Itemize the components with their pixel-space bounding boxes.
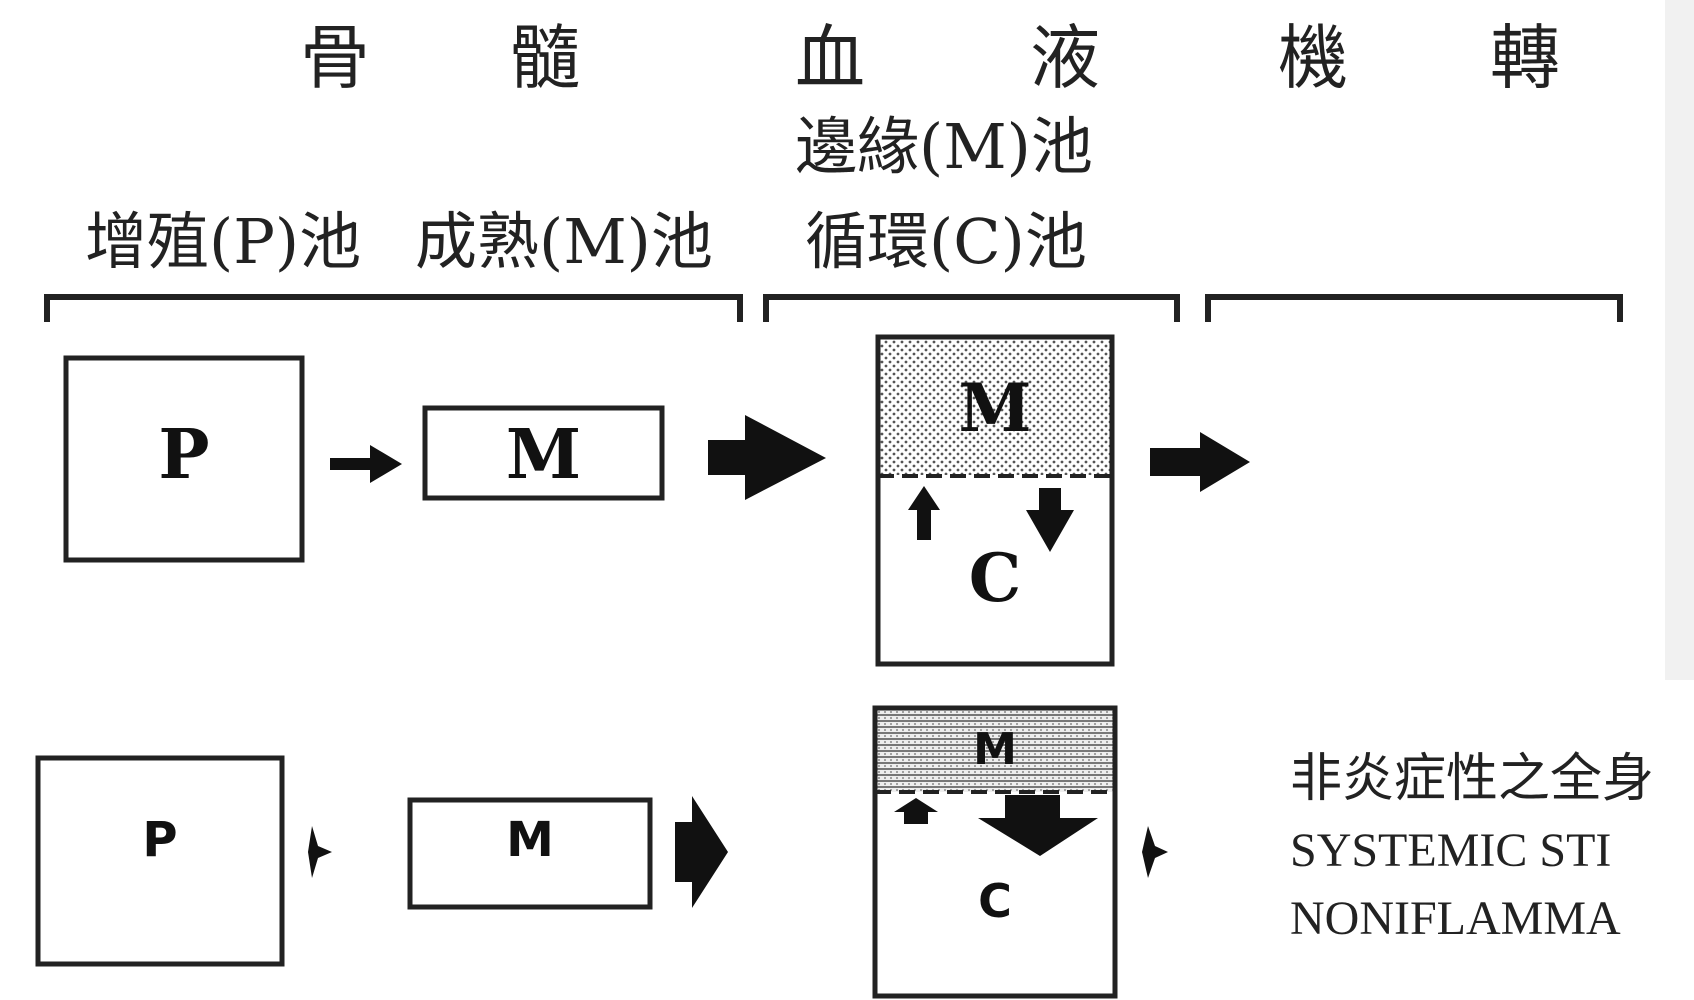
row1-blood-m-label: M bbox=[958, 369, 1032, 447]
row2-blood-c-label: C bbox=[978, 874, 1012, 928]
caption-clip: 非炎症性之全身 SYSTEMIC STI NONIFLAMMA bbox=[1280, 740, 1694, 980]
row1-small-arrow-1 bbox=[330, 445, 402, 483]
row2-big-down-arrow bbox=[978, 795, 1098, 856]
row1-blood-c-label: C bbox=[968, 539, 1022, 617]
row1-blood-box bbox=[875, 334, 1115, 667]
maturation-pool-label: 成熟(M)池 bbox=[415, 205, 713, 278]
row2-small-arrow-1 bbox=[308, 826, 332, 878]
row2-large-arrow bbox=[675, 796, 728, 908]
row1-up-arrow bbox=[908, 486, 940, 540]
caption-line-1: 非炎症性之全身 bbox=[1290, 749, 1655, 809]
row1-proliferating-box bbox=[63, 355, 305, 563]
row2-marginal-region bbox=[875, 708, 1115, 792]
marginal-pool-label: 邊緣(M)池 bbox=[795, 110, 1093, 183]
tissue-bracket bbox=[1205, 294, 1623, 322]
row1-marginal-region bbox=[878, 337, 1112, 475]
row1-m-label: M bbox=[505, 415, 582, 495]
row2-blood-box bbox=[872, 705, 1118, 999]
row2-blood-m-label: M bbox=[973, 724, 1017, 775]
row2-proliferating-box bbox=[35, 755, 285, 967]
row1-down-arrow bbox=[1026, 488, 1074, 552]
row1-large-arrow bbox=[708, 415, 826, 500]
right-edge-strip bbox=[1665, 0, 1694, 680]
row1-maturation-box bbox=[422, 405, 665, 501]
blood-bracket bbox=[763, 294, 1180, 322]
header-bone-char-2: 髓 bbox=[510, 17, 582, 99]
row2-small-up-arrow bbox=[894, 798, 938, 824]
header-blood-char-1: 血 bbox=[795, 17, 867, 99]
header-tissue-char-1: 機 bbox=[1278, 17, 1350, 99]
row1-p-label: P bbox=[158, 415, 210, 495]
proliferating-pool-label: 增殖(P)池 bbox=[85, 205, 362, 278]
row2-m-label: M bbox=[506, 812, 554, 868]
header-bone-char-1: 骨 bbox=[300, 17, 372, 99]
bone-marrow-bracket bbox=[44, 294, 743, 322]
caption-line-3: NONIFLAMMA bbox=[1290, 892, 1621, 945]
circulating-pool-label: 循環(C)池 bbox=[805, 205, 1087, 278]
row2-exit-arrow bbox=[1142, 826, 1168, 878]
header-blood-char-2: 液 bbox=[1030, 17, 1102, 99]
header-tissue-char-2: 轉 bbox=[1490, 17, 1562, 99]
row2-maturation-box bbox=[407, 797, 653, 910]
row2-p-label: P bbox=[142, 812, 178, 868]
caption-line-2: SYSTEMIC STI bbox=[1290, 824, 1612, 877]
row1-exit-arrow bbox=[1150, 432, 1250, 492]
